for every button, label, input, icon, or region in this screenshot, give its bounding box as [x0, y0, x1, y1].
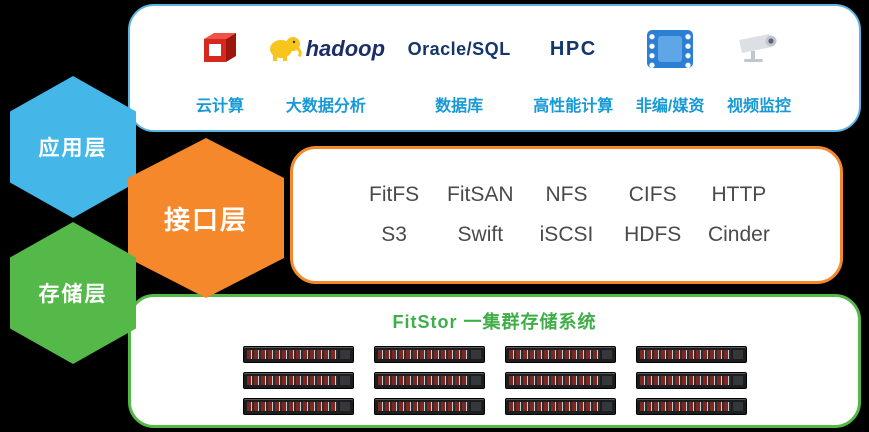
- application-layer-label: 应用层: [38, 137, 108, 160]
- server-rack: [635, 398, 747, 415]
- oracle-sql-wordmark: Oracle/SQL: [407, 38, 511, 59]
- app-label: 非编/媒资: [635, 98, 705, 115]
- app-item-cloud-computing: 云计算: [196, 21, 244, 120]
- server-rack: [635, 372, 747, 389]
- app-item-surveillance: 视频监控: [727, 21, 791, 120]
- server-rack: [242, 346, 354, 363]
- storage-layer-label: 存储层: [38, 283, 108, 306]
- application-panel: 云计算 hadoop: [128, 4, 861, 132]
- server-rack: [504, 346, 616, 363]
- red-cube-icon: [198, 21, 242, 77]
- protocol-iscsi: iSCSI: [539, 223, 594, 246]
- hpc-wordmark: HPC: [549, 37, 597, 60]
- film-strip-icon: [647, 30, 694, 68]
- protocol-row-2: S3 Swift iSCSI HDFS Cinder: [351, 223, 782, 247]
- storage-rack-grid: [242, 346, 747, 415]
- app-item-big-data: hadoop 大数据分析: [267, 21, 385, 120]
- protocol-hdfs: HDFS: [624, 223, 682, 246]
- app-label: 云计算: [196, 98, 245, 115]
- protocol-http: HTTP: [711, 183, 767, 206]
- protocol-row-1: FitFS FitSAN NFS CIFS HTTP: [351, 183, 782, 207]
- protocol-fitfs: FitFS: [369, 183, 420, 206]
- application-items: 云计算 hadoop: [130, 6, 859, 130]
- server-rack: [635, 346, 747, 363]
- protocol-cifs: CIFS: [628, 183, 677, 206]
- server-rack: [504, 398, 616, 415]
- app-label: 视频监控: [726, 98, 791, 115]
- protocol-cinder: Cinder: [707, 223, 770, 246]
- app-item-media: 非编/媒资: [636, 21, 704, 120]
- application-layer-hexagon: 应用层: [10, 76, 136, 218]
- server-rack: [373, 398, 485, 415]
- protocol-list: FitFS FitSAN NFS CIFS HTTP S3 Swift iSCS…: [293, 149, 840, 281]
- hadoop-elephant-icon: [267, 33, 303, 66]
- storage-panel: FitStor 一集群存储系统: [128, 294, 861, 428]
- server-rack: [242, 398, 354, 415]
- app-label: 大数据分析: [285, 98, 366, 115]
- protocol-nfs: NFS: [545, 183, 588, 206]
- interface-layer-hexagon: 接口层: [128, 138, 284, 298]
- storage-title: FitStor 一集群存储系统: [392, 312, 597, 332]
- interface-panel: FitFS FitSAN NFS CIFS HTTP S3 Swift iSCS…: [290, 146, 843, 284]
- interface-layer-label: 接口层: [163, 204, 248, 235]
- hadoop-logo: hadoop: [267, 21, 385, 77]
- app-item-database: Oracle/SQL 数据库: [408, 21, 511, 120]
- server-rack: [242, 372, 354, 389]
- cctv-camera-icon: [735, 21, 783, 77]
- server-rack: [504, 372, 616, 389]
- app-label: 数据库: [435, 98, 484, 115]
- hadoop-wordmark: hadoop: [305, 36, 386, 61]
- server-rack: [373, 346, 485, 363]
- storage-layer-hexagon: 存储层: [10, 222, 136, 364]
- app-item-hpc: HPC 高性能计算: [533, 21, 613, 120]
- protocol-fitsan: FitSAN: [447, 183, 514, 206]
- server-rack: [373, 372, 485, 389]
- protocol-swift: Swift: [457, 223, 504, 246]
- app-label: 高性能计算: [533, 98, 614, 115]
- protocol-s3: S3: [381, 223, 407, 246]
